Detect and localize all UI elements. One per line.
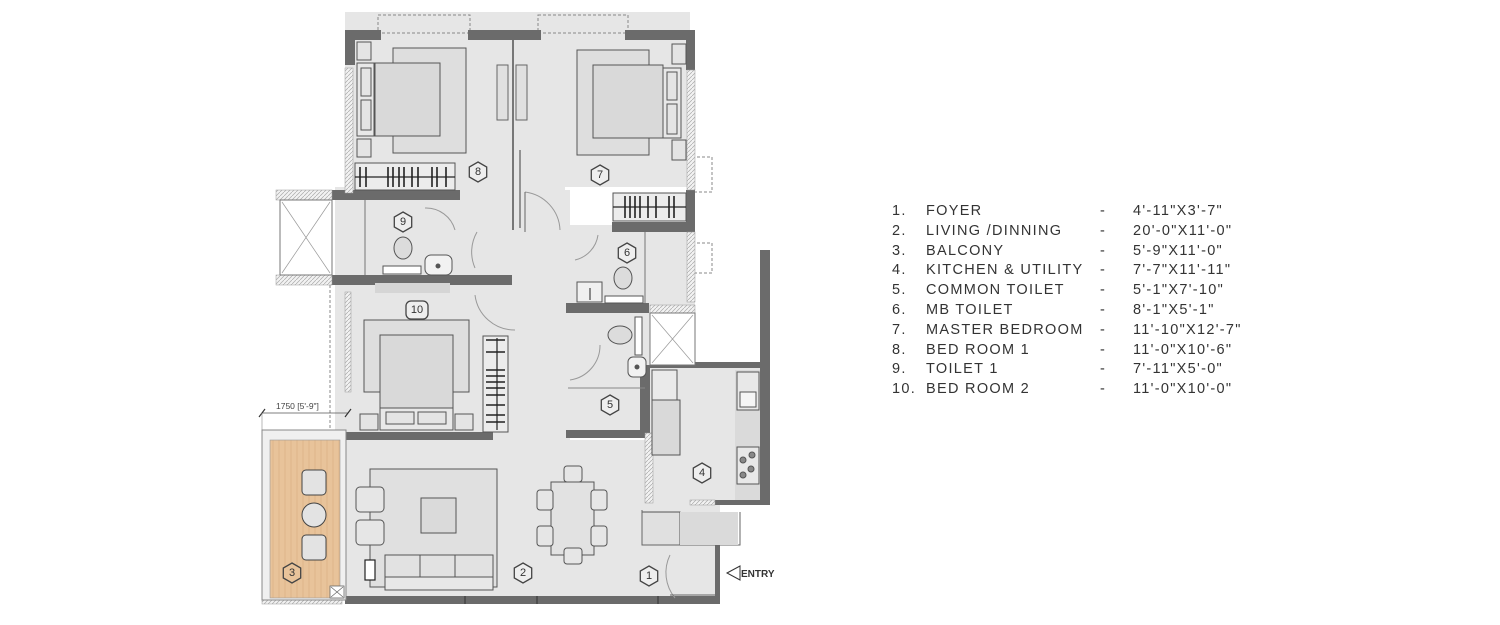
master-bedroom-furniture: [576, 43, 687, 222]
toilet-1-fixtures: [364, 200, 453, 276]
legend-row: 6. MB TOILET - 8'-1"X5'-1": [892, 301, 1272, 321]
legend-num: 8.: [892, 341, 907, 358]
legend-num: 10.: [892, 381, 917, 398]
legend-row: 1. FOYER - 4'-11"X3'-7": [892, 202, 1272, 222]
legend-num: 4.: [892, 262, 907, 279]
walls: [332, 30, 770, 604]
legend-num: 2.: [892, 222, 907, 239]
legend-room-name: BED ROOM 2: [926, 381, 1031, 398]
legend-dash: -: [1100, 361, 1107, 378]
svg-text:4: 4: [699, 467, 705, 479]
legend-dimension: 11'-0"X10'-0": [1133, 381, 1233, 398]
mb-toilet-fixtures: [576, 232, 646, 304]
legend-dash: -: [1100, 381, 1107, 398]
legend-num: 6.: [892, 301, 907, 318]
balcony-dimension: 1750 [5'-9"]: [258, 401, 352, 430]
legend-dimension: 20'-0"X11'-0": [1133, 222, 1233, 239]
svg-text:2: 2: [520, 567, 526, 579]
room-tag-7: 7: [590, 164, 610, 186]
legend-room-name: LIVING /DINNING: [926, 222, 1063, 239]
svg-text:7: 7: [597, 169, 603, 181]
legend-num: 1.: [892, 203, 907, 219]
room-tag-5: 5: [600, 394, 620, 416]
legend-dimension: 4'-11"X3'-7": [1133, 203, 1224, 219]
legend-dash: -: [1100, 262, 1107, 279]
legend-dimension: 7'-7"X11'-11": [1133, 262, 1232, 279]
entry-label: ENTRY: [741, 569, 775, 580]
entry-arrow-icon: [725, 565, 741, 581]
room-tag-3: 3: [282, 562, 302, 584]
legend-dimension: 5'-9"X11'-0": [1133, 242, 1224, 259]
legend-room-name: TOILET 1: [926, 361, 999, 378]
kitchen-fixtures: [641, 369, 760, 546]
shaft-left: [279, 199, 333, 276]
legend-room-name: BALCONY: [926, 242, 1005, 259]
legend-dimension: 11'-10"X12'-7": [1133, 321, 1242, 338]
bottom-windows: [464, 596, 659, 604]
room-tag-4: 4: [692, 462, 712, 484]
legend-dash: -: [1100, 321, 1107, 338]
legend-num: 5.: [892, 282, 907, 299]
room-legend: 1. FOYER - 4'-11"X3'-7" 2. LIVING /DINNI…: [892, 202, 1272, 400]
legend-num: 7.: [892, 321, 907, 338]
svg-text:9: 9: [400, 216, 406, 228]
legend-room-name: COMMON TOILET: [926, 282, 1065, 299]
room-tag-10: 10: [405, 300, 429, 320]
svg-text:10: 10: [411, 304, 423, 316]
legend-row: 7. MASTER BEDROOM - 11'-10"X12'-7": [892, 321, 1272, 341]
legend-row: 8. BED ROOM 1 - 11'-0"X10'-6": [892, 341, 1272, 361]
balcony-dimension-label: 1750 [5'-9"]: [276, 401, 319, 411]
legend-dimension: 5'-1"X7'-10": [1133, 282, 1225, 299]
legend-room-name: MASTER BEDROOM: [926, 321, 1084, 338]
room-tag-1: 1: [639, 565, 659, 587]
svg-text:6: 6: [624, 247, 630, 259]
svg-text:3: 3: [289, 567, 295, 579]
svg-text:1: 1: [646, 570, 652, 582]
room-tag-8: 8: [468, 161, 488, 183]
legend-room-name: KITCHEN & UTILITY: [926, 262, 1084, 279]
legend-dash: -: [1100, 282, 1107, 299]
legend-row: 4. KITCHEN & UTILITY - 7'-7"X11'-11": [892, 261, 1272, 281]
legend-room-name: BED ROOM 1: [926, 341, 1031, 358]
legend-row: 2. LIVING /DINNING - 20'-0"X11'-0": [892, 222, 1272, 242]
entry-marker: ENTRY: [725, 565, 775, 581]
bedroom-2-furniture: [359, 283, 509, 433]
legend-dash: -: [1100, 242, 1107, 259]
legend-row: 5. COMMON TOILET - 5'-1"X7'-10": [892, 281, 1272, 301]
legend-room-name: MB TOILET: [926, 301, 1014, 318]
legend-dash: -: [1100, 301, 1107, 318]
living-furniture: [355, 468, 498, 591]
legend-room-name: FOYER: [926, 203, 983, 219]
balcony: [261, 429, 347, 601]
shaft-right: [649, 312, 696, 366]
legend-row: 9. TOILET 1 - 7'-11"X5'-0": [892, 360, 1272, 380]
svg-text:5: 5: [607, 399, 613, 411]
bedroom-1-furniture: [354, 41, 467, 191]
legend-dash: -: [1100, 222, 1107, 239]
legend-row: 3. BALCONY - 5'-9"X11'-0": [892, 242, 1272, 262]
legend-num: 9.: [892, 361, 907, 378]
legend-num: 3.: [892, 242, 907, 259]
room-tag-9: 9: [393, 211, 413, 233]
legend-dimension: 8'-1"X5'-1": [1133, 301, 1215, 318]
legend-dimension: 11'-0"X10'-6": [1133, 341, 1233, 358]
doors: [424, 191, 715, 599]
room-tag-2: 2: [513, 562, 533, 584]
partition-wardrobe: [496, 40, 528, 230]
room-tag-6: 6: [617, 242, 637, 264]
legend-dimension: 7'-11"X5'-0": [1133, 361, 1224, 378]
legend-dash: -: [1100, 341, 1107, 358]
common-toilet-fixtures: [568, 316, 647, 389]
legend-dash: -: [1100, 203, 1107, 219]
legend-row: 10. BED ROOM 2 - 11'-0"X10'-0": [892, 380, 1272, 400]
dining-furniture: [536, 465, 608, 565]
svg-text:8: 8: [475, 166, 481, 178]
